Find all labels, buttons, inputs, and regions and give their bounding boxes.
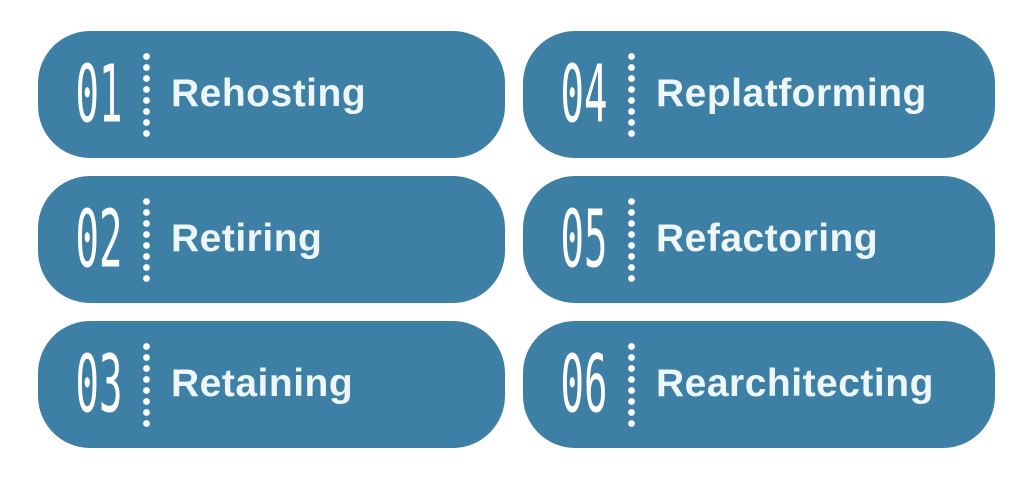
card-refactoring: 05 Refactoring: [523, 176, 995, 303]
card-number: 02: [75, 193, 123, 286]
card-number-box: 02: [70, 193, 128, 286]
card-number: 03: [75, 338, 123, 431]
card-number-box: 03: [70, 338, 128, 431]
card-label: Replatforming: [656, 71, 927, 115]
card-number: 06: [560, 338, 608, 431]
card-number: 01: [75, 48, 123, 141]
card-label: Rearchitecting: [656, 361, 934, 405]
card-rearchitecting: 06 Rearchitecting: [523, 321, 995, 448]
dotted-divider: [628, 195, 635, 284]
card-number-box: 05: [555, 193, 613, 286]
card-label: Rehosting: [171, 71, 367, 115]
card-label: Retaining: [171, 361, 354, 405]
card-number-box: 04: [555, 48, 613, 141]
card-number: 04: [560, 48, 608, 141]
card-number-box: 01: [70, 48, 128, 141]
dotted-divider: [628, 50, 635, 139]
card-rehosting: 01 Rehosting: [38, 31, 505, 158]
dotted-divider: [628, 340, 635, 429]
card-label: Retiring: [171, 216, 323, 260]
card-label: Refactoring: [656, 216, 879, 260]
dotted-divider: [143, 195, 150, 284]
card-retaining: 03 Retaining: [38, 321, 505, 448]
card-retiring: 02 Retiring: [38, 176, 505, 303]
card-replatforming: 04 Replatforming: [523, 31, 995, 158]
dotted-divider: [143, 340, 150, 429]
dotted-divider: [143, 50, 150, 139]
card-number-box: 06: [555, 338, 613, 431]
card-number: 05: [560, 193, 608, 286]
